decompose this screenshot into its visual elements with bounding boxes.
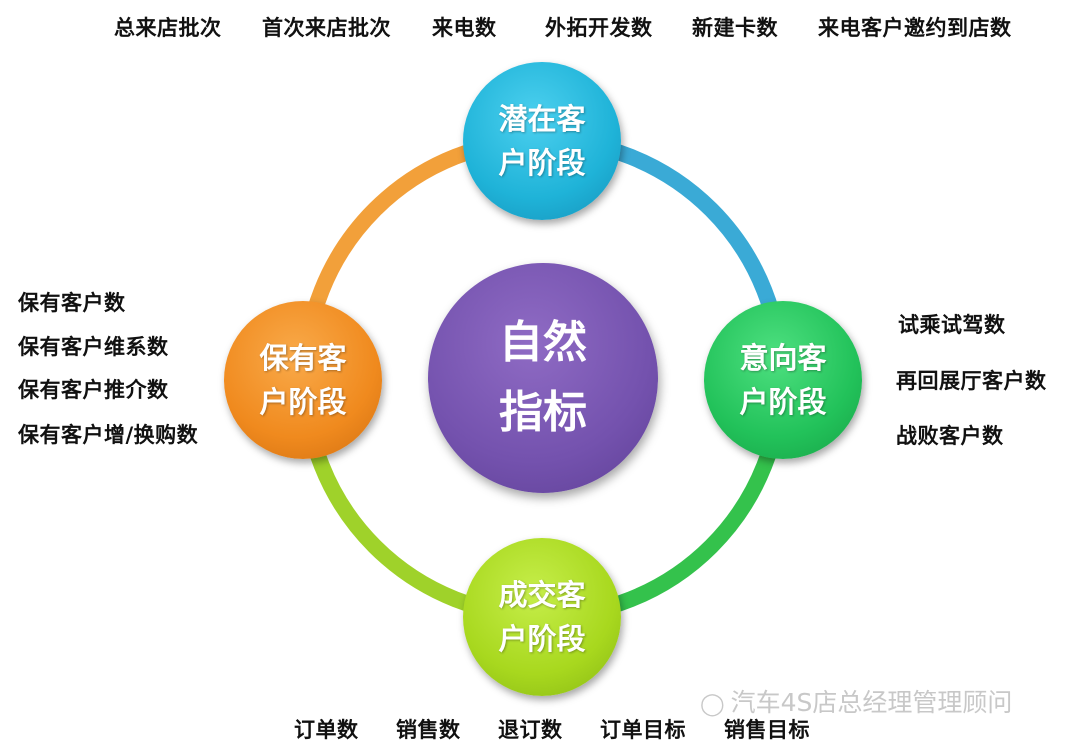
metric-label: 再回展厅客户数 [896, 369, 1047, 393]
stage-node-intent: 意向客户阶段 [704, 301, 862, 459]
stage-label: 潜在客户阶段 [498, 102, 586, 180]
metric-label: 销售目标 [724, 718, 810, 742]
metric-label: 保有客户推介数 [18, 378, 169, 402]
metric-label: 保有客户增/换购数 [18, 423, 199, 447]
metric-label: 新建卡数 [692, 16, 778, 40]
stage-node-retained: 保有客户阶段 [224, 301, 382, 459]
metric-label: 退订数 [498, 718, 563, 742]
stage-node-potential: 潜在客户阶段 [463, 62, 621, 220]
stage-label: 意向客户阶段 [739, 341, 827, 419]
watermark: ◯汽车4S店总经理管理顾问 [700, 683, 1012, 719]
metric-label: 保有客户维系数 [18, 335, 169, 359]
metric-label: 来电数 [432, 16, 497, 40]
metric-label: 来电客户邀约到店数 [818, 16, 1012, 40]
metric-label: 总来店批次 [114, 16, 222, 40]
stage-label: 保有客户阶段 [259, 341, 347, 419]
metric-label: 订单数 [294, 718, 359, 742]
metric-label: 保有客户数 [18, 291, 126, 315]
center-label: 自然指标 [499, 317, 587, 438]
stage-label: 成交客户阶段 [498, 578, 586, 656]
metric-label: 首次来店批次 [262, 16, 391, 40]
metric-label: 战败客户数 [896, 424, 1004, 448]
metric-label: 试乘试驾数 [898, 313, 1006, 337]
center-natural-indicators: 自然指标 [428, 263, 658, 493]
metric-label: 销售数 [396, 718, 461, 742]
metric-label: 订单目标 [600, 718, 686, 742]
watermark-text: 汽车4S店总经理管理顾问 [730, 688, 1013, 717]
metric-label: 外拓开发数 [545, 16, 653, 40]
wechat-icon: ◯ [700, 692, 725, 717]
stage-node-deal: 成交客户阶段 [463, 538, 621, 696]
